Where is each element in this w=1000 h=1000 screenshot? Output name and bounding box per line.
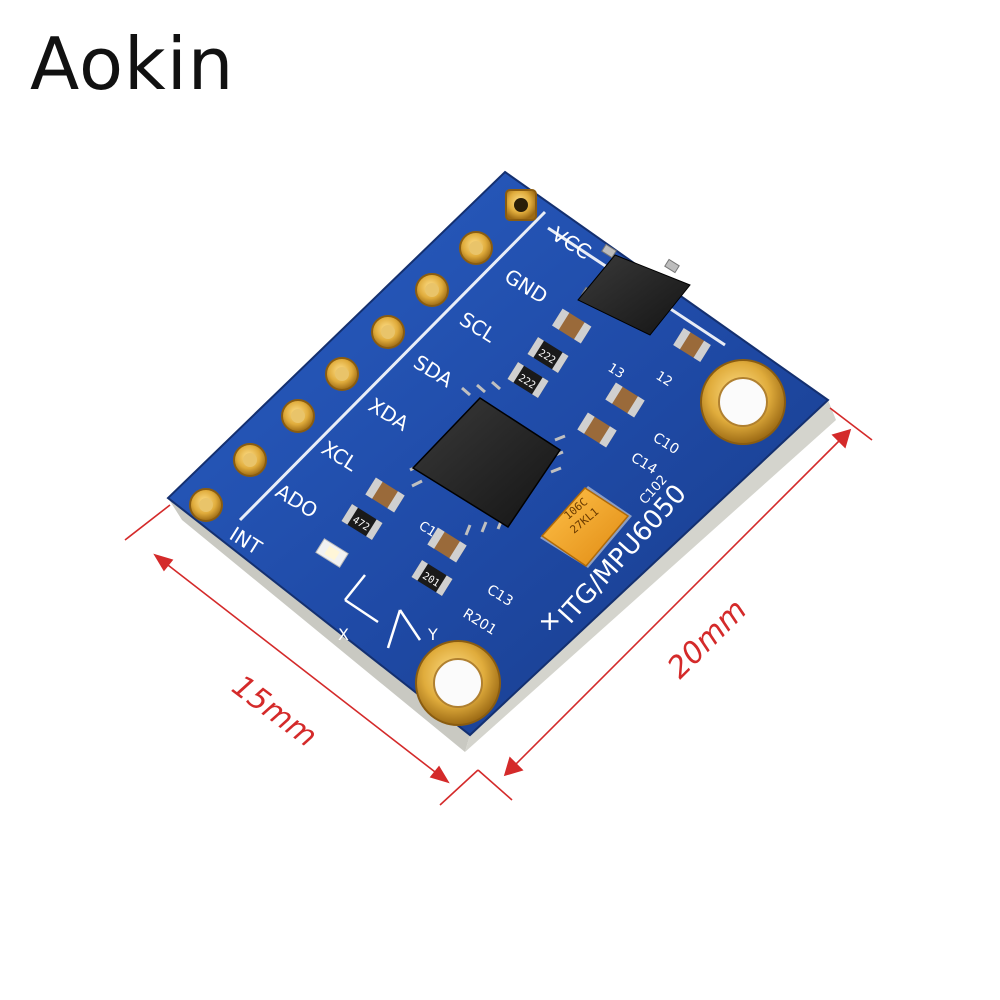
dimension-length-label: 20mm [661, 593, 754, 686]
pcb-edge [168, 400, 836, 752]
dimension-width-label: 15mm [225, 668, 323, 754]
axis-label-y: Y [427, 625, 438, 644]
axis-markings [344, 574, 422, 649]
smd-capacitors [365, 308, 711, 563]
axis-label-x: X [338, 625, 349, 644]
label-13: 13 [605, 361, 627, 382]
plus-label: + [538, 604, 561, 637]
brand-logo: Aokin [30, 22, 235, 106]
mpu6050-chip [409, 380, 566, 536]
mounting-hole-right [700, 359, 786, 445]
voltage-regulator [577, 243, 691, 336]
header-pins [189, 189, 537, 522]
label-12: 12 [653, 369, 675, 390]
power-led [315, 538, 349, 568]
mounting-hole-bottom [415, 640, 501, 726]
dimension-lines [124, 407, 873, 806]
smd-resistors: 222 222 472 201 [341, 336, 569, 597]
